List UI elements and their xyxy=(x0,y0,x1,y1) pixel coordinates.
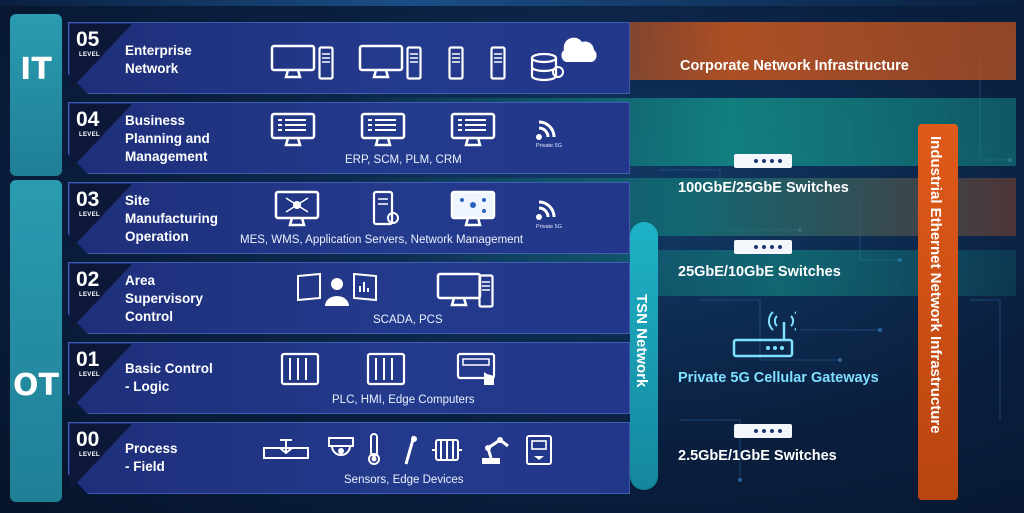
corporate-network-label: Corporate Network Infrastructure xyxy=(680,58,909,74)
dashboard-monitor-icon xyxy=(360,112,406,147)
wireless-signal-icon xyxy=(536,200,556,220)
level-title: Site Manufacturing Operation xyxy=(125,193,218,244)
industrial-ethernet-label: Industrial Ethernet Network Infrastructu… xyxy=(927,136,944,434)
level-caption: PLC, HMI, Edge Computers xyxy=(332,394,475,406)
level-05-row xyxy=(68,22,630,94)
sensor-dome-icon xyxy=(328,437,354,456)
valve-pipe-icon xyxy=(263,439,309,459)
level-02-row xyxy=(68,262,630,334)
private-5g-label: Private 5G xyxy=(536,224,562,230)
level-word: LEVEL xyxy=(79,372,100,378)
thermometer-icon xyxy=(368,433,380,465)
level-title: Business Planning and Management xyxy=(125,113,210,164)
industrial-ethernet-bar xyxy=(918,124,958,500)
probe-sensor-icon xyxy=(404,435,417,465)
motor-icon xyxy=(432,439,462,461)
network-monitor-icon xyxy=(274,190,320,227)
level-title: Enterprise Network xyxy=(125,43,192,76)
ot-sidebar: OT xyxy=(10,180,62,502)
it-sidebar: IT xyxy=(10,14,62,176)
it-label: IT xyxy=(20,52,52,87)
level-number: 03 xyxy=(76,188,100,211)
level-00-row xyxy=(68,422,630,494)
tsn-network-bar xyxy=(630,222,658,490)
switch-25gbe-label: 25GbE/10GbE Switches xyxy=(678,264,841,280)
switch-icon xyxy=(734,424,792,438)
monitor-icon xyxy=(358,44,404,79)
switch-100gbe-label: 100GbE/25GbE Switches xyxy=(678,180,849,196)
robot-arm-icon xyxy=(482,437,509,464)
network-monitor-icon xyxy=(450,190,496,227)
monitor-icon xyxy=(270,44,316,79)
level-number: 00 xyxy=(76,428,100,451)
operator-dashboard-icon xyxy=(297,272,377,306)
level-word: LEVEL xyxy=(79,52,100,58)
server-tower-icon xyxy=(406,46,422,80)
tsn-network-label: TSN Network xyxy=(633,294,650,388)
edge-device-icon xyxy=(526,435,552,465)
level-01-row xyxy=(68,342,630,414)
switch-icon xyxy=(734,154,792,168)
server-tower-icon xyxy=(448,46,464,80)
dashboard-monitor-icon xyxy=(450,112,496,147)
level-number: 04 xyxy=(76,108,100,131)
server-gear-icon xyxy=(372,190,399,226)
level-title: Process - Field xyxy=(125,441,178,474)
switch-2-5gbe-label: 2.5GbE/1GbE Switches xyxy=(678,448,837,464)
level-number: 05 xyxy=(76,28,100,51)
level-title: Area Supervisory Control xyxy=(125,273,204,324)
top-accent-line xyxy=(0,0,1024,6)
server-tower-icon xyxy=(490,46,506,80)
level-number: 01 xyxy=(76,348,100,371)
level-caption: Sensors, Edge Devices xyxy=(344,474,464,486)
level-caption: MES, WMS, Application Servers, Network M… xyxy=(240,234,524,246)
hmi-touch-icon xyxy=(456,352,496,385)
level-caption: ERP, SCM, PLM, CRM xyxy=(345,154,462,166)
level-word: LEVEL xyxy=(79,212,100,218)
switch-icon xyxy=(734,240,792,254)
level-number: 02 xyxy=(76,268,100,291)
cellular-gateway-icon xyxy=(732,311,796,358)
dashboard-monitor-icon xyxy=(270,112,316,147)
plc-module-icon xyxy=(280,352,320,386)
plc-module-icon xyxy=(366,352,406,386)
server-tower-icon xyxy=(318,46,334,80)
cloud-database-icon xyxy=(530,37,597,82)
wireless-signal-icon xyxy=(536,120,556,140)
monitor-icon xyxy=(436,272,482,307)
private-5g-gateways-label: Private 5G Cellular Gateways xyxy=(678,370,879,386)
level-title: Basic Control - Logic xyxy=(125,361,213,394)
ot-label: OT xyxy=(13,368,59,403)
level-word: LEVEL xyxy=(79,292,100,298)
server-tower-icon xyxy=(478,274,494,308)
level-word: LEVEL xyxy=(79,132,100,138)
private-5g-label: Private 5G xyxy=(536,143,562,149)
level-caption: SCADA, PCS xyxy=(373,314,443,326)
level-word: LEVEL xyxy=(79,452,100,458)
